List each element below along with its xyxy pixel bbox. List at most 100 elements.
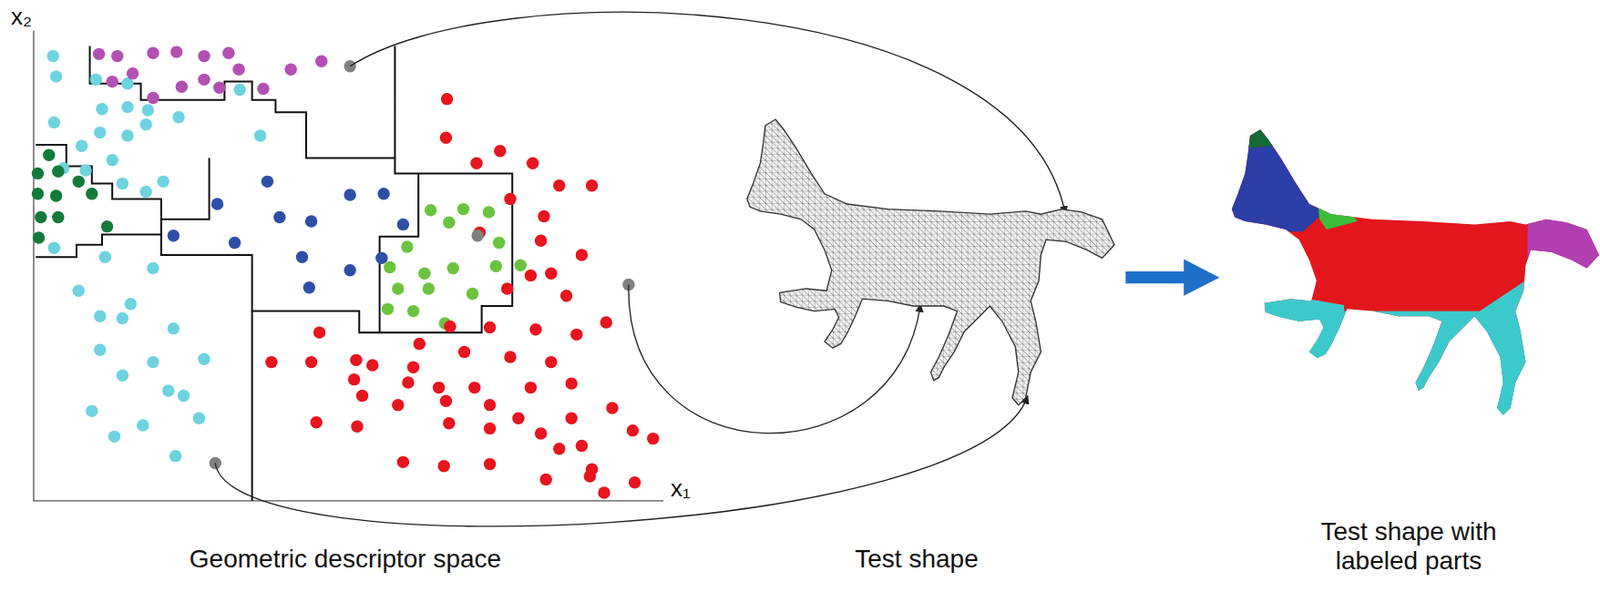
sample-point bbox=[348, 373, 360, 386]
sample-point bbox=[422, 282, 435, 295]
sample-point bbox=[197, 73, 210, 86]
sample-point bbox=[197, 353, 210, 366]
sample-point bbox=[564, 377, 577, 390]
sample-point bbox=[575, 248, 588, 261]
sample-point bbox=[466, 287, 479, 300]
sample-point bbox=[391, 282, 404, 295]
sample-point bbox=[401, 376, 414, 389]
sample-point bbox=[105, 75, 118, 88]
sample-point bbox=[432, 381, 445, 394]
sample-point bbox=[284, 62, 297, 75]
sample-point bbox=[95, 102, 108, 115]
sample-point bbox=[383, 261, 396, 274]
sample-point bbox=[146, 262, 159, 275]
sample-point bbox=[553, 179, 565, 192]
sample-point bbox=[526, 156, 539, 169]
sample-point bbox=[177, 389, 190, 402]
sample-point bbox=[313, 326, 326, 339]
sample-point bbox=[167, 322, 180, 335]
sample-point bbox=[605, 401, 618, 414]
sample-point bbox=[597, 486, 610, 499]
sample-point bbox=[139, 118, 152, 131]
caption: Test shape with labeled parts bbox=[1290, 517, 1528, 576]
sample-point bbox=[539, 473, 552, 486]
sample-point bbox=[175, 80, 188, 93]
sample-point bbox=[116, 312, 129, 325]
sample-point bbox=[48, 116, 61, 129]
sample-point bbox=[146, 47, 159, 60]
sample-point bbox=[501, 282, 513, 295]
sample-point bbox=[512, 411, 524, 424]
sample-point bbox=[51, 211, 64, 224]
labeled-horse bbox=[1214, 122, 1600, 444]
sample-point bbox=[366, 358, 379, 371]
sample-point bbox=[470, 156, 483, 169]
sample-point bbox=[646, 432, 659, 445]
sample-point bbox=[349, 354, 362, 367]
sample-point bbox=[211, 197, 224, 210]
result-arrow bbox=[1125, 258, 1220, 296]
sample-point bbox=[93, 126, 106, 139]
sample-point bbox=[534, 427, 547, 440]
sample-point bbox=[442, 215, 455, 228]
sample-point bbox=[146, 92, 159, 104]
axes bbox=[33, 30, 664, 502]
sample-point bbox=[490, 260, 503, 273]
sample-point bbox=[31, 167, 44, 180]
sample-point bbox=[375, 252, 388, 265]
sample-point bbox=[458, 346, 471, 359]
sample-point bbox=[303, 281, 316, 294]
sample-point bbox=[213, 82, 226, 94]
sample-point bbox=[79, 164, 92, 176]
sample-point bbox=[273, 211, 286, 224]
sample-point bbox=[407, 360, 420, 373]
sample-point bbox=[560, 289, 573, 302]
sample-point bbox=[397, 218, 410, 231]
sample-point bbox=[600, 316, 613, 329]
sample-point bbox=[418, 266, 431, 279]
sample-point bbox=[424, 204, 437, 216]
sample-point bbox=[513, 258, 526, 271]
sample-point bbox=[256, 82, 269, 95]
sample-point bbox=[626, 424, 639, 437]
sample-point bbox=[72, 175, 85, 188]
sample-point bbox=[261, 175, 274, 188]
sample-point bbox=[265, 356, 277, 369]
sample-point bbox=[146, 356, 159, 369]
sample-point bbox=[309, 416, 322, 429]
sample-point bbox=[85, 187, 98, 200]
sample-point bbox=[34, 211, 47, 224]
sample-point bbox=[232, 62, 245, 75]
sample-point bbox=[99, 251, 112, 264]
sample-point bbox=[296, 251, 308, 264]
sample-point bbox=[553, 442, 565, 455]
sample-point bbox=[121, 129, 134, 142]
sample-point bbox=[142, 103, 154, 116]
sample-point bbox=[493, 144, 506, 157]
sample-point bbox=[585, 179, 598, 192]
sample-point bbox=[350, 420, 363, 432]
sample-point bbox=[305, 215, 318, 227]
sample-point bbox=[503, 193, 516, 206]
sample-point bbox=[48, 241, 61, 254]
sample-point bbox=[222, 47, 235, 60]
sample-point bbox=[50, 70, 62, 83]
sample-point bbox=[441, 92, 453, 105]
sample-point bbox=[139, 185, 152, 198]
sample-point bbox=[343, 264, 356, 277]
sample-point bbox=[381, 303, 394, 316]
sample-point bbox=[483, 399, 496, 411]
sample-point bbox=[529, 323, 542, 336]
sample-point bbox=[524, 269, 537, 282]
sample-point bbox=[193, 411, 206, 424]
sample-point bbox=[32, 231, 45, 244]
axis-label: x₂ bbox=[10, 3, 32, 31]
sample-point bbox=[75, 139, 88, 152]
sample-point bbox=[305, 356, 318, 369]
sample-point bbox=[377, 187, 390, 200]
sample-point bbox=[343, 188, 356, 201]
caption: Geometric descriptor space bbox=[189, 544, 502, 575]
sample-point bbox=[447, 262, 460, 275]
sample-point bbox=[544, 356, 557, 369]
